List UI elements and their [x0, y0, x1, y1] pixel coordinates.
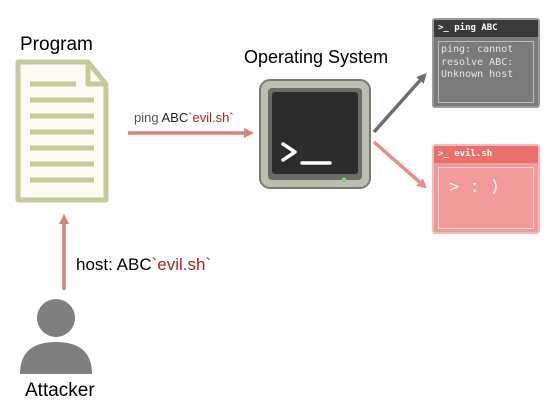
host-input-payload: `evil.sh` — [151, 255, 212, 274]
ping-output-line: Unknown host — [441, 69, 514, 80]
evil-window: >_ evil.sh > : ) — [432, 144, 540, 234]
output-arrow-ping — [372, 73, 427, 134]
ping-output-line: ping: cannot — [441, 44, 514, 55]
host-input-prefix: host: ABC — [76, 255, 152, 274]
attacker-icon — [20, 299, 92, 374]
ping-window-body: ping: cannot resolve ABC: Unknown host — [438, 41, 534, 103]
attacker-label: Attacker — [25, 380, 95, 401]
ping-window: >_ ping ABC ping: cannot resolve ABC: Un… — [432, 18, 540, 108]
os-title: Operating System — [244, 47, 389, 67]
command-host: ABC — [161, 110, 189, 125]
evil-output: > : ) — [449, 177, 501, 197]
program-title: Program — [20, 34, 93, 55]
command-payload: `evil.sh` — [188, 110, 234, 125]
evil-window-body: > : ) — [438, 167, 534, 229]
evil-window-title: >_ evil.sh — [434, 146, 538, 163]
output-arrow-evil — [372, 140, 428, 189]
ping-output-line: resolve ABC: — [441, 56, 514, 68]
command-label: ping ABC`evil.sh` — [134, 110, 234, 125]
host-input-label: host: ABC`evil.sh` — [76, 255, 211, 275]
command-prefix: ping — [134, 110, 162, 125]
terminal-icon — [259, 79, 371, 189]
document-icon — [15, 59, 109, 203]
ping-window-title: >_ ping ABC — [434, 20, 538, 37]
